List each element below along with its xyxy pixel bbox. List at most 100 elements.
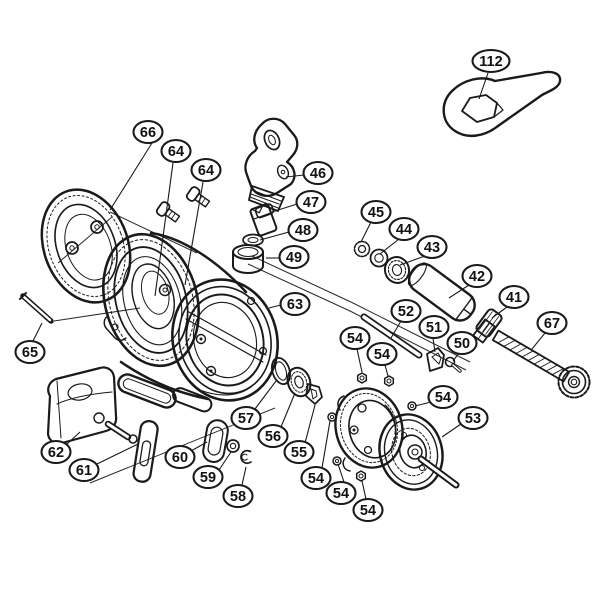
gear-housing — [334, 387, 404, 472]
callout-circle[interactable] — [40, 439, 72, 465]
callout-61[interactable]: 61 — [68, 457, 100, 483]
callout-45[interactable]: 45 — [360, 199, 392, 225]
part-45-washer — [353, 240, 371, 258]
part-number-label: 57 — [238, 411, 254, 427]
callout-leader-57 — [254, 380, 277, 410]
callout-circle[interactable] — [222, 483, 254, 509]
part-112-wrench — [442, 70, 562, 138]
callout-circle[interactable] — [457, 405, 489, 431]
callout-54[interactable]: 54 — [339, 325, 371, 351]
part-number-label: 41 — [506, 290, 522, 306]
callout-circle[interactable] — [295, 189, 327, 215]
callout-circle[interactable] — [339, 325, 371, 351]
callout-circle[interactable] — [352, 497, 384, 523]
callout-circle[interactable] — [390, 298, 422, 324]
callout-49[interactable]: 49 — [278, 244, 310, 270]
callout-circle[interactable] — [302, 160, 334, 186]
callout-112[interactable]: 112 — [471, 48, 511, 74]
callout-leader-45 — [360, 221, 372, 243]
callout-circle[interactable] — [360, 199, 392, 225]
callout-62[interactable]: 62 — [40, 439, 72, 465]
callout-54[interactable]: 54 — [325, 480, 357, 506]
callout-circle[interactable] — [461, 263, 493, 289]
callout-circle[interactable] — [192, 464, 224, 490]
callout-circle[interactable] — [418, 314, 450, 340]
callout-44[interactable]: 44 — [388, 216, 420, 242]
callout-circle[interactable] — [278, 244, 310, 270]
callout-41[interactable]: 41 — [498, 284, 530, 310]
part-52-rod — [360, 313, 423, 359]
callout-50[interactable]: 50 — [446, 330, 478, 356]
callout-leader-58 — [241, 466, 247, 486]
callout-57[interactable]: 57 — [230, 405, 262, 431]
callout-leader-67 — [531, 332, 546, 350]
callout-60[interactable]: 60 — [164, 444, 196, 470]
callout-64[interactable]: 64 — [190, 157, 222, 183]
callout-circle[interactable] — [536, 310, 568, 336]
callout-circle[interactable] — [190, 157, 222, 183]
callout-55[interactable]: 55 — [283, 439, 315, 465]
construction-line — [247, 263, 467, 371]
callout-53[interactable]: 53 — [457, 405, 489, 431]
callout-circle[interactable] — [325, 480, 357, 506]
part-number-label: 54 — [360, 503, 376, 519]
callout-circle[interactable] — [14, 339, 46, 365]
callout-circle[interactable] — [498, 284, 530, 310]
part-54-washer — [332, 456, 342, 466]
callout-circle[interactable] — [257, 423, 289, 449]
part-number-label: 64 — [198, 163, 214, 179]
part-51-pawl — [426, 347, 445, 372]
callout-46[interactable]: 46 — [302, 160, 334, 186]
callout-leader-66 — [109, 142, 153, 211]
callout-leader-54 — [321, 420, 331, 469]
callout-leader-56 — [280, 392, 296, 428]
callout-circle[interactable] — [446, 330, 478, 356]
callout-59[interactable]: 59 — [192, 464, 224, 490]
callout-circle[interactable] — [416, 234, 448, 260]
callout-circle[interactable] — [68, 457, 100, 483]
callout-circle[interactable] — [427, 384, 459, 410]
callout-47[interactable]: 47 — [295, 189, 327, 215]
callout-circle[interactable] — [388, 216, 420, 242]
part-61-plate — [132, 420, 159, 483]
callout-circle[interactable] — [471, 48, 511, 74]
part-number-label: 56 — [265, 429, 281, 445]
callout-circle[interactable] — [160, 138, 192, 164]
callout-leader-54 — [384, 364, 389, 377]
part-42-sleeve — [407, 262, 476, 322]
callout-circle[interactable] — [164, 444, 196, 470]
callout-circle[interactable] — [287, 217, 319, 243]
callout-leader-59 — [218, 451, 232, 471]
callout-64[interactable]: 64 — [160, 138, 192, 164]
callout-52[interactable]: 52 — [390, 298, 422, 324]
part-number-label: 52 — [398, 304, 414, 320]
callout-43[interactable]: 43 — [416, 234, 448, 260]
part-66-side-plate — [40, 188, 132, 304]
callout-circle[interactable] — [279, 291, 311, 317]
callout-66[interactable]: 66 — [132, 119, 164, 145]
callout-48[interactable]: 48 — [287, 217, 319, 243]
part-number-label: 67 — [544, 316, 560, 332]
callout-63[interactable]: 63 — [279, 291, 311, 317]
callout-54[interactable]: 54 — [427, 384, 459, 410]
callout-42[interactable]: 42 — [461, 263, 493, 289]
callout-circle[interactable] — [300, 465, 332, 491]
callout-circle[interactable] — [283, 439, 315, 465]
callout-56[interactable]: 56 — [257, 423, 289, 449]
callout-65[interactable]: 65 — [14, 339, 46, 365]
part-59-washer — [226, 439, 240, 453]
callout-54[interactable]: 54 — [366, 341, 398, 367]
callout-54[interactable]: 54 — [352, 497, 384, 523]
callout-58[interactable]: 58 — [222, 483, 254, 509]
callout-67[interactable]: 67 — [536, 310, 568, 336]
callout-circle[interactable] — [132, 119, 164, 145]
part-46-lever — [244, 117, 299, 219]
callout-leader-54 — [356, 348, 363, 373]
callout-circle[interactable] — [366, 341, 398, 367]
callout-54[interactable]: 54 — [300, 465, 332, 491]
callout-leader-55 — [304, 404, 316, 444]
part-number-label: 61 — [76, 463, 92, 479]
callout-51[interactable]: 51 — [418, 314, 450, 340]
callout-leader-53 — [441, 423, 462, 438]
callout-circle[interactable] — [230, 405, 262, 431]
